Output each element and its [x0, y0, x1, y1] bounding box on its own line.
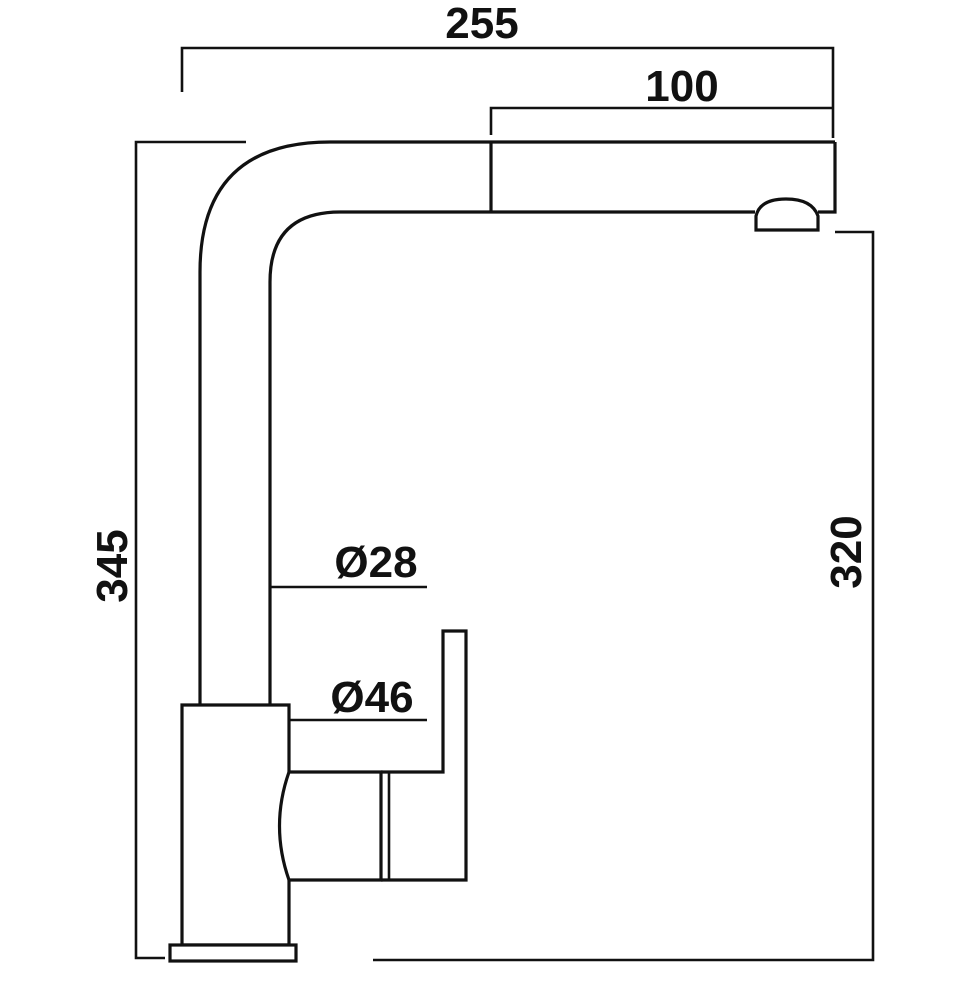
mounting-base	[168, 943, 298, 963]
label-body-diameter: Ø46	[330, 673, 413, 722]
lever-handle	[277, 629, 468, 882]
pullout-head	[489, 142, 837, 232]
lever-hub	[277, 770, 383, 882]
label-overall-height: 345	[88, 529, 137, 602]
dimension-line-pullout	[489, 106, 833, 135]
body-cylinder	[180, 703, 291, 947]
spout-inner-contour	[268, 210, 755, 705]
dimension-spout-diameter: Ø28	[270, 538, 427, 589]
dimension-overall-width: 255	[180, 0, 835, 138]
dimension-pullout: 100	[489, 62, 833, 135]
pullout-head-front	[818, 142, 837, 214]
label-overall-width: 255	[445, 0, 518, 48]
dimension-line-height	[134, 140, 246, 960]
dimension-line-width	[180, 46, 835, 138]
dimension-overall-height: 345	[88, 140, 246, 960]
faucet-body	[168, 703, 298, 963]
dimension-line-spout-height	[373, 230, 875, 962]
lever-blade	[381, 629, 468, 882]
spout-tube	[198, 140, 835, 705]
dimension-spout-height: 320	[373, 230, 875, 962]
spout-outer-contour	[198, 140, 835, 705]
label-spout-height: 320	[822, 515, 871, 588]
spray-nozzle	[754, 197, 820, 232]
label-spout-diameter: Ø28	[334, 538, 417, 587]
dimension-body-diameter: Ø46	[289, 673, 427, 722]
label-pullout-length: 100	[645, 62, 718, 111]
